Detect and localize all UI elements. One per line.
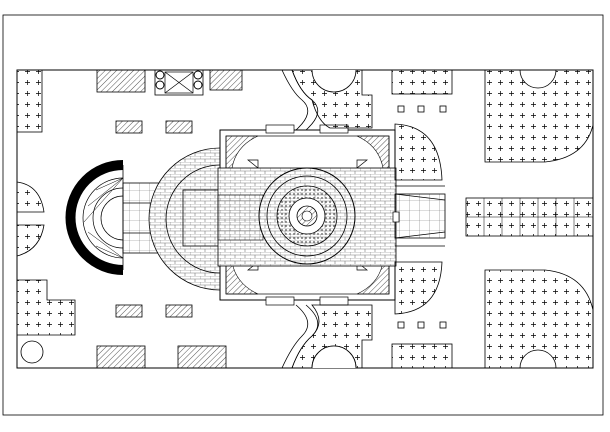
hatched-bed-south-mid-2 [165,304,193,318]
east-planters-south [391,343,453,369]
pergola-north [154,69,204,96]
circular-fountain [258,167,356,265]
lawn-far-east-south [484,269,594,369]
hatched-bed-mid-2 [165,120,193,134]
semicircular-stair-west [65,160,124,275]
lawn-central-north [291,69,373,129]
east-planters-north [391,69,453,95]
lawn-east-north [394,123,443,181]
east-ramp [392,185,446,247]
hatched-bed-north-2 [209,69,243,91]
hatched-bed-north-1 [96,69,146,93]
square-posts [397,105,447,329]
lawn-south-west [16,279,76,336]
lawn-far-east-north [484,69,594,163]
lawn-central-south [291,304,373,369]
brick-rotunda-west [148,147,221,291]
lawn-north-west [16,69,43,133]
hatched-bed-south-1 [96,345,146,369]
paving-strip-east [465,197,594,237]
lawn-east-south [394,261,443,315]
hatched-bed-south-2 [177,345,227,369]
round-planter-south-west [20,340,44,364]
hatched-bed-mid-1 [115,120,143,134]
drawing-frame [2,14,604,416]
lawn-west [16,181,45,257]
hatched-bed-south-mid-1 [115,304,143,318]
